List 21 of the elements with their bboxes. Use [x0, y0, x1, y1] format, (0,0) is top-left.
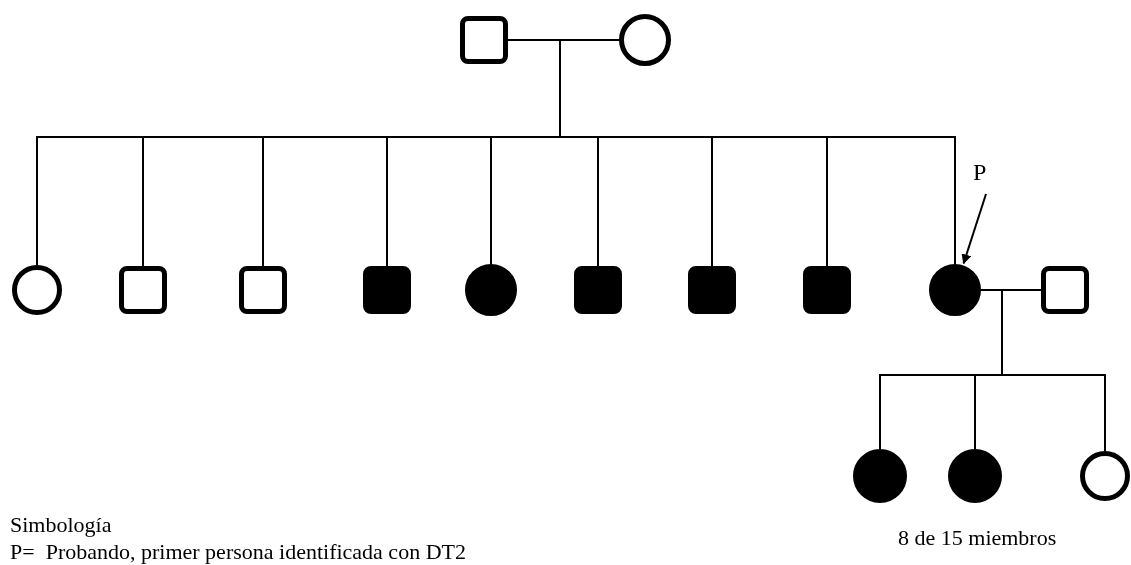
arrow: [961, 193, 987, 265]
proband-label: P: [973, 160, 987, 184]
male-affected-symbol: [574, 266, 622, 314]
male-symbol: [1041, 266, 1089, 314]
female-symbol: [12, 265, 62, 315]
female-symbol: [619, 14, 671, 66]
female-affected-symbol: [853, 449, 907, 503]
male-affected-symbol: [363, 266, 411, 314]
male-symbol: [119, 266, 167, 314]
member-count-note: 8 de 15 miembros: [898, 526, 1057, 551]
male-affected-symbol: [688, 266, 736, 314]
female-affected-symbol: [465, 264, 517, 316]
female-symbol: [1080, 451, 1130, 501]
pedigree-line: [1001, 289, 1106, 452]
male-affected-symbol: [803, 266, 851, 314]
male-symbol: [460, 16, 508, 64]
legend-heading: Simbología: [10, 513, 112, 538]
female-affected-symbol: [948, 449, 1002, 503]
male-symbol: [239, 266, 287, 314]
legend-note: P= Probando, primer persona identificada con DT2: [10, 540, 466, 565]
female-affected-symbol: [929, 264, 981, 316]
